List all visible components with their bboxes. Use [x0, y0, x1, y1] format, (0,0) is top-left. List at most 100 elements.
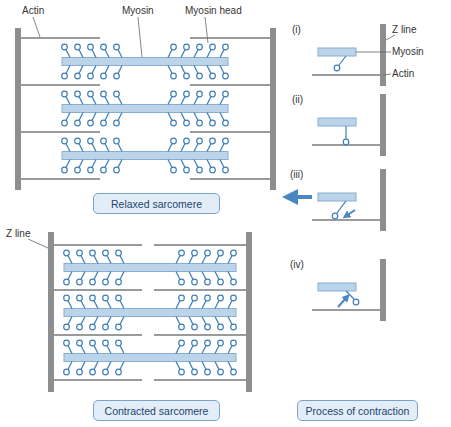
myosin-head-stalk	[107, 346, 111, 354]
part-label: Myosin head	[185, 5, 242, 17]
actin-filament	[54, 244, 142, 246]
myosin-head	[64, 279, 70, 285]
myosin-head	[197, 138, 203, 144]
myosin-head	[171, 138, 177, 144]
myosin-head	[205, 295, 211, 301]
myosin-head-stalk	[120, 301, 124, 309]
myosin-head-stalk	[194, 160, 198, 168]
myosin-head-stalk	[94, 346, 98, 354]
myosin-head	[114, 73, 120, 79]
myosin-head-stalk	[202, 317, 206, 325]
myosin-head	[62, 73, 68, 79]
myosin-head	[205, 250, 211, 256]
box-label: Process of contraction	[306, 405, 410, 417]
myosin-head	[64, 369, 70, 375]
myosin-head-stalk	[228, 301, 232, 309]
myosin-head-stalk	[181, 97, 185, 105]
z-line	[380, 259, 386, 321]
myosin-head	[103, 324, 109, 330]
myosin-head	[171, 44, 177, 50]
myosin-head	[218, 369, 224, 375]
z-line	[380, 169, 386, 231]
myosin-head-stalk	[120, 317, 124, 325]
myosin-head	[90, 324, 96, 330]
myosin-head	[116, 295, 122, 301]
myosin-head-stalk	[79, 160, 83, 168]
myosin-head	[192, 279, 198, 285]
myosin-head	[197, 167, 203, 173]
myosin-head-stalk	[189, 301, 193, 309]
actin-filament	[154, 289, 246, 291]
step-number: (i)	[292, 24, 301, 36]
myosin-head	[77, 295, 83, 301]
leader-line	[138, 17, 142, 57]
myosin-head-stalk	[215, 317, 219, 325]
myosin-head-stalk	[189, 317, 193, 325]
myosin-head-stalk	[168, 160, 172, 168]
myosin-head	[171, 91, 177, 97]
myosin-head	[114, 167, 120, 173]
myosin-head-stalk	[189, 256, 193, 264]
myosin-head	[332, 213, 338, 219]
myosin-head	[62, 167, 68, 173]
actin-filament	[54, 289, 142, 291]
part-label: Myosin	[392, 46, 424, 58]
myosin-head	[101, 91, 107, 97]
myosin-head	[171, 167, 177, 173]
myosin-head-stalk	[339, 56, 346, 65]
myosin-head-stalk	[107, 272, 111, 280]
actin-filament	[21, 84, 100, 86]
myosin-head	[179, 295, 185, 301]
myosin-head	[64, 250, 70, 256]
myosin-head-stalk	[194, 66, 198, 74]
myosin-head-stalk	[68, 346, 72, 354]
myosin-head-stalk	[215, 346, 219, 354]
myosin-head-stalk	[79, 50, 83, 58]
myosin-head	[192, 295, 198, 301]
myosin-head	[88, 167, 94, 173]
myosin-head	[353, 299, 359, 305]
myosin-head	[179, 369, 185, 375]
myosin-head	[103, 250, 109, 256]
myosin-head	[184, 73, 190, 79]
illustration	[15, 17, 395, 392]
myosin-head-stalk	[207, 66, 211, 74]
actin-filament	[154, 379, 246, 381]
myosin-head	[64, 324, 70, 330]
actin-filament	[190, 37, 270, 39]
myosin-head	[218, 324, 224, 330]
step-number: (iv)	[290, 259, 304, 271]
myosin-head	[179, 279, 185, 285]
myosin-head	[223, 91, 229, 97]
myosin-head-stalk	[105, 144, 109, 152]
part-label: Actin	[22, 5, 44, 17]
motion-arrow	[290, 195, 312, 199]
myosin-head	[218, 295, 224, 301]
myosin-head-stalk	[94, 362, 98, 370]
myosin-head-stalk	[176, 256, 180, 264]
myosin-head-stalk	[215, 272, 219, 280]
myosin-head-stalk	[207, 160, 211, 168]
z-line	[380, 94, 386, 156]
myosin-head-stalk	[189, 362, 193, 370]
myosin-head-stalk	[220, 160, 224, 168]
myosin-head-stalk	[105, 66, 109, 74]
myosin-head-stalk	[66, 66, 70, 74]
myosin-head-stalk	[189, 346, 193, 354]
myosin-head-stalk	[194, 113, 198, 121]
actin-filament	[312, 74, 380, 76]
actin-filament	[190, 178, 270, 180]
part-label: Myosin	[122, 5, 154, 17]
myosin-head-stalk	[345, 126, 346, 139]
myosin-head	[101, 73, 107, 79]
myosin-head	[231, 369, 237, 375]
myosin-head	[223, 120, 229, 126]
myosin-head-stalk	[176, 317, 180, 325]
actin-filament	[54, 334, 142, 336]
myosin-head	[88, 44, 94, 50]
myosin-head	[179, 250, 185, 256]
actin-filament	[312, 219, 380, 221]
actin-filament	[154, 244, 246, 246]
myosin-head-stalk	[118, 144, 122, 152]
